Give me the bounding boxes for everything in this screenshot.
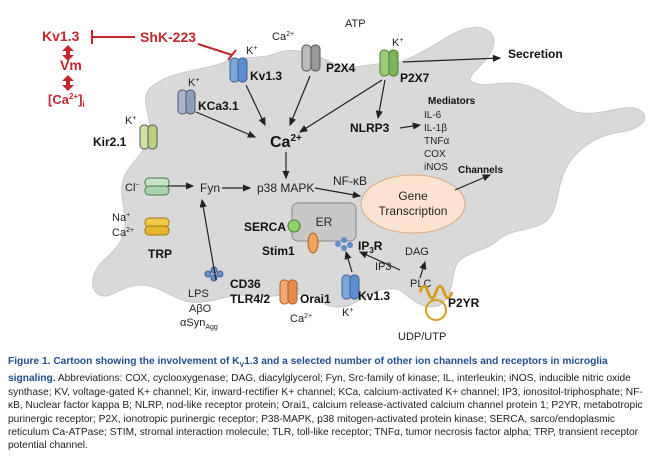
- gene-label: Gene: [398, 189, 428, 203]
- ca-intracellular-label: [Ca2+]i: [48, 92, 85, 109]
- p2x4-label: P2X4: [326, 61, 356, 75]
- kir21-label: Kir2.1: [93, 135, 127, 149]
- dag-label: DAG: [405, 246, 429, 258]
- caption-title: Cartoon showing the involvement of K: [53, 356, 240, 367]
- figure-label: Figure 1.: [8, 356, 51, 367]
- er-label: ER: [316, 215, 333, 229]
- kv13-bottom-label: Kv1.3: [358, 289, 390, 303]
- kca31-channel-icon: [177, 89, 196, 115]
- ip3r-label: IP3R: [358, 239, 383, 255]
- fyn-label: Fyn: [200, 181, 220, 195]
- stim1-label: Stim1: [262, 244, 295, 258]
- kv13-channel-label: Kv1.3: [250, 69, 282, 83]
- caption-body: Abbreviations: COX, cyclooxygenase; DAG,…: [8, 373, 643, 452]
- kplus-bottom-label: K+: [342, 307, 353, 319]
- transcription-label: Transcription: [379, 204, 448, 218]
- double-arrow-icon: [62, 45, 74, 91]
- pathway-arrows: [168, 54, 502, 281]
- p2x7-label: P2X7: [400, 71, 430, 85]
- kplus-p2x7-label: K+: [392, 37, 403, 49]
- shk-inhibition-line: [197, 43, 233, 56]
- stim1-icon: [307, 232, 319, 254]
- ip3r-icon: [335, 237, 353, 251]
- nfkb-label: NF-κB: [333, 174, 367, 188]
- kplus-label: K+: [246, 45, 257, 57]
- shk223-label: ShK-223: [140, 29, 196, 45]
- figure-caption: Figure 1. Cartoon showing the involvemen…: [8, 355, 650, 453]
- asyn-label: αSynAgg: [180, 317, 218, 331]
- tlr-label: TLR4/2: [230, 292, 270, 306]
- cd36-label: CD36: [230, 277, 261, 291]
- p2x4-channel-icon: [301, 44, 321, 72]
- lps-label: LPS: [188, 288, 209, 300]
- trp-channel-icon: [144, 217, 170, 236]
- p2yr-receptor-icon: [418, 284, 454, 321]
- p38-label: p38 MAPK: [257, 181, 314, 195]
- udp-label: UDP/UTP: [398, 331, 446, 343]
- cl-label: Cl−: [125, 182, 139, 194]
- kv13-top-label: Kv1.3: [42, 28, 80, 44]
- il1b-label: IL-1β: [424, 123, 447, 134]
- caption-title-sub: V: [239, 362, 245, 370]
- orai1-label: Orai1: [300, 292, 331, 306]
- na-label: Na+: [112, 212, 130, 224]
- secretion-label: Secretion: [508, 47, 563, 61]
- serca-pump-icon: [287, 219, 301, 233]
- inos-label: iNOS: [424, 162, 448, 173]
- nucleus: [360, 174, 466, 234]
- abo-label: AβO: [189, 303, 212, 315]
- tlr-receptor-icon: [204, 266, 224, 282]
- kir21-channel-icon: [139, 124, 158, 150]
- trp-label: TRP: [148, 247, 172, 261]
- ca2-center-label: Ca2+: [270, 133, 302, 151]
- microglia-cell-body: [92, 26, 646, 308]
- ca-orai-label: Ca2+: [290, 313, 312, 325]
- cox-label: COX: [424, 149, 446, 160]
- nlrp3-label: NLRP3: [350, 121, 390, 135]
- ca-entry-label: Ca2+: [272, 31, 294, 43]
- kv13-bottom-channel-icon: [341, 274, 360, 300]
- mediators-label: Mediators: [428, 96, 476, 107]
- cl-channel-icon: [144, 177, 170, 196]
- il6-label: IL-6: [424, 110, 442, 121]
- orai1-channel-icon: [279, 279, 298, 305]
- caption-title-rest: 1.3 and a selected number of other ion c…: [8, 356, 608, 385]
- tnfa-label: TNFα: [424, 136, 449, 147]
- atp-label: ATP: [345, 18, 366, 30]
- kv13-channel-icon: [229, 57, 248, 83]
- vm-label: Vm: [60, 57, 82, 73]
- kplus-kca-label: K+: [188, 77, 199, 89]
- channels-label: Channels: [458, 165, 503, 176]
- ca-trp-label: Ca2+: [112, 227, 134, 239]
- kplus-kir-label: K+: [125, 115, 136, 127]
- kca31-label: KCa3.1: [198, 99, 239, 113]
- p2yr-label: P2YR: [448, 296, 480, 310]
- microglia-signaling-diagram: Gene Transcription ER Kv1.3 Vm [Ca2+]i S…: [42, 18, 646, 343]
- p2x7-channel-icon: [379, 49, 399, 77]
- serca-label: SERCA: [244, 220, 286, 234]
